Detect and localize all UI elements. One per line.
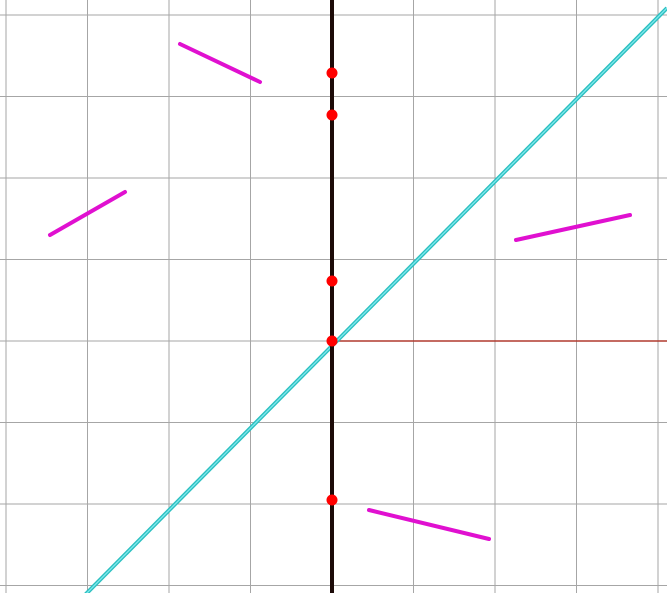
point-a[interactable] xyxy=(326,67,338,79)
segments xyxy=(48,42,632,541)
segment-left xyxy=(48,190,127,237)
segment-lower-right xyxy=(367,508,491,541)
point-c[interactable] xyxy=(326,275,338,287)
segment-upper-left xyxy=(178,42,262,84)
point-d[interactable] xyxy=(326,494,338,506)
point-b[interactable] xyxy=(326,109,338,121)
point-origin[interactable] xyxy=(326,335,338,347)
points xyxy=(326,67,338,506)
segment-right xyxy=(514,213,632,242)
diagonal-line xyxy=(84,6,667,593)
